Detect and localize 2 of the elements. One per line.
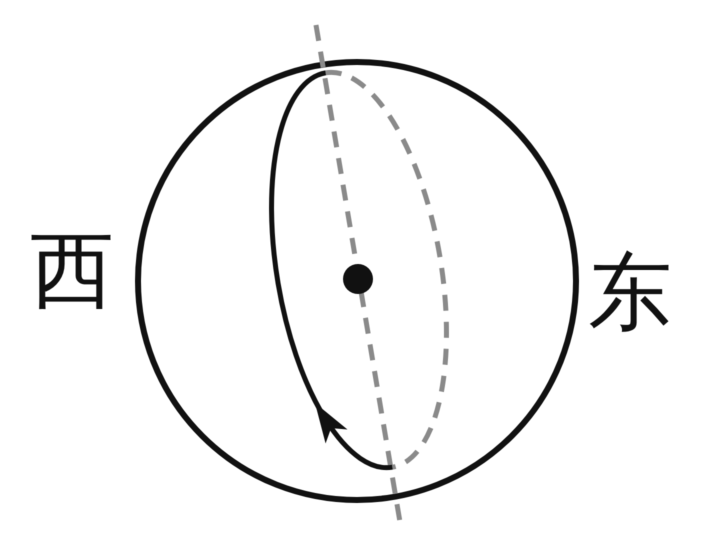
direction-label: 东 — [588, 250, 672, 334]
direction-label: 西 — [30, 228, 114, 312]
